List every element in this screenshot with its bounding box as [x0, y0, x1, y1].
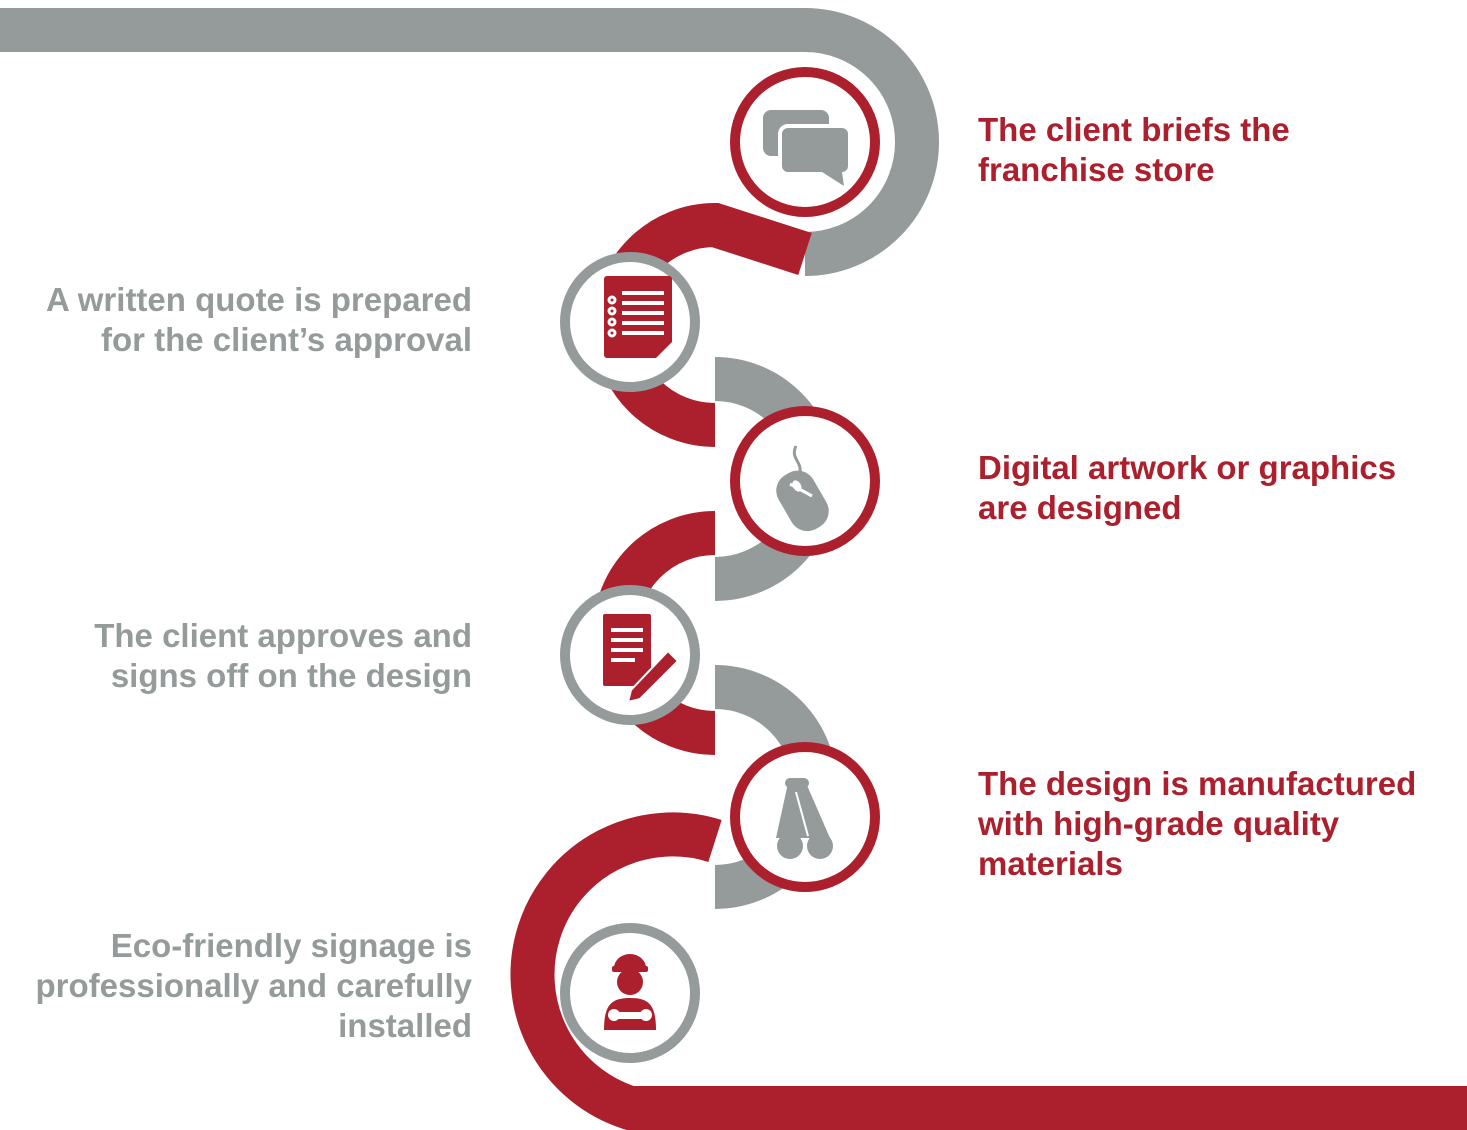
step-1-label-line-1: The client briefs the — [978, 111, 1290, 148]
step-2-label-line-2: for the client’s approval — [100, 321, 472, 358]
step-1-label-line-2: franchise store — [978, 151, 1215, 188]
step-4-label-line-1: The client approves and — [94, 617, 472, 654]
document-pencil-icon — [603, 614, 680, 704]
step-2-label-line-1: A written quote is prepared — [45, 281, 472, 318]
step-6-label: Eco-friendly signage is professionally a… — [36, 926, 472, 1046]
step-5-label-line-2: with high-grade quality — [978, 805, 1340, 842]
path-segment-bottom — [510, 812, 1467, 1130]
computer-mouse-icon — [776, 445, 829, 532]
step-6-label-line-1: Eco-friendly signage is — [110, 927, 472, 964]
step-5-label-line-3: materials — [978, 845, 1123, 882]
step-2-label: A written quote is prepared for the clie… — [46, 280, 472, 360]
document-list-icon — [604, 276, 672, 358]
step-5-label-line-1: The design is manufactured — [978, 765, 1417, 802]
step-3-label-line-2: are designed — [978, 489, 1182, 526]
path-segment-top — [0, 7, 939, 276]
step-5-label: The design is manufactured with high-gra… — [978, 764, 1416, 884]
step-3-label: Digital artwork or graphics are designed — [978, 448, 1396, 528]
step-4-label: The client approves and signs off on the… — [94, 616, 472, 696]
step-6-label-line-3: installed — [338, 1007, 472, 1044]
step-4-label-line-2: signs off on the design — [110, 657, 472, 694]
chat-bubbles-icon — [763, 110, 852, 186]
step-6-label-line-2: professionally and carefully — [35, 967, 472, 1004]
step-3-label-line-1: Digital artwork or graphics — [978, 449, 1397, 486]
installer-worker-icon — [604, 954, 656, 1030]
material-rolls-icon — [776, 778, 833, 859]
step-1-label: The client briefs the franchise store — [978, 110, 1290, 190]
